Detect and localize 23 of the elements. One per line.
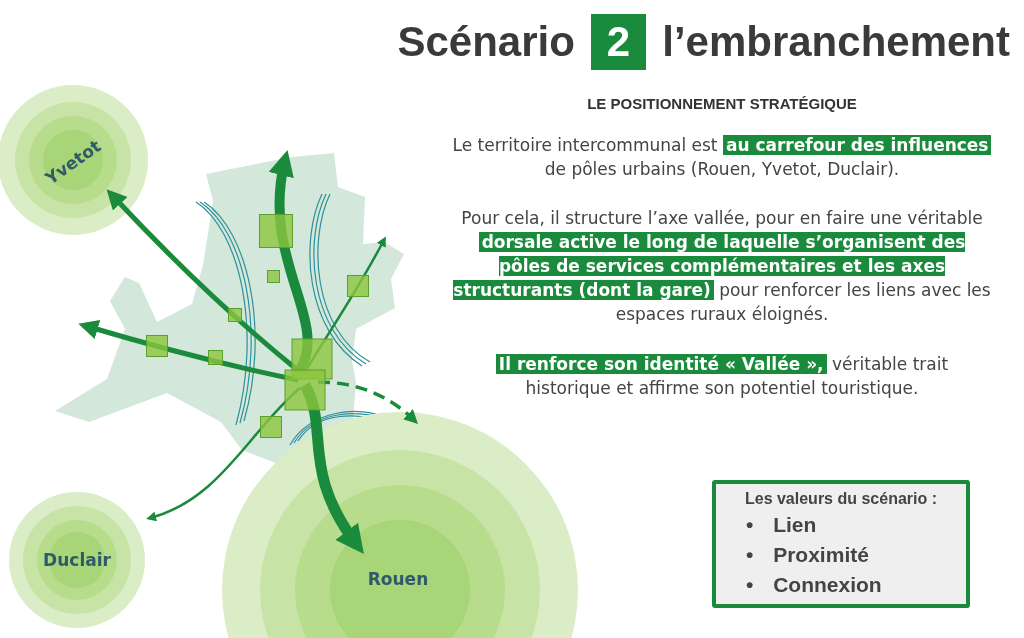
list-item: • Proximité bbox=[746, 542, 870, 568]
city-name: Duclair bbox=[43, 550, 111, 570]
service-pole-square bbox=[146, 335, 168, 357]
scenario-number: 2 bbox=[590, 14, 647, 70]
service-pole-square bbox=[208, 350, 223, 365]
paragraph: Il renforce son identité « Vallée », véritable trait historique et affirme son potentiel touristique. bbox=[452, 352, 992, 400]
values-panel bbox=[712, 480, 970, 608]
service-pole-square bbox=[347, 275, 369, 297]
service-pole-square bbox=[267, 270, 280, 283]
service-pole-square bbox=[260, 416, 282, 438]
paragraph: Le territoire intercommunal est au carrefour des influences de pôles urbains (Rouen, Yvetot, Duclair). bbox=[452, 133, 992, 181]
service-hub-squares bbox=[284, 338, 334, 412]
urban-pole-circle bbox=[9, 492, 145, 628]
paragraph: Pour cela, il structure l’axe vallée, pour en faire une véritable dorsale active le long de laquelle s’organisent des pôles de services complémentaires et les axes structurants (dont la gare) pour renforcer les liens avec les espaces ruraux éloignés. bbox=[452, 207, 992, 326]
section-heading: LE POSITIONNEMENT STRATÉGIQUE bbox=[586, 94, 858, 114]
service-pole-square bbox=[259, 214, 293, 248]
title-text: l’embranchement bbox=[662, 18, 1010, 66]
service-pole-square bbox=[228, 308, 242, 322]
panel-heading: Les valeurs du scénario : bbox=[743, 490, 939, 508]
list-item: • Lien bbox=[746, 512, 818, 538]
list-item: • Connexion bbox=[746, 572, 883, 598]
city-name: Rouen bbox=[367, 569, 429, 589]
title-text: Scénario bbox=[397, 18, 575, 66]
